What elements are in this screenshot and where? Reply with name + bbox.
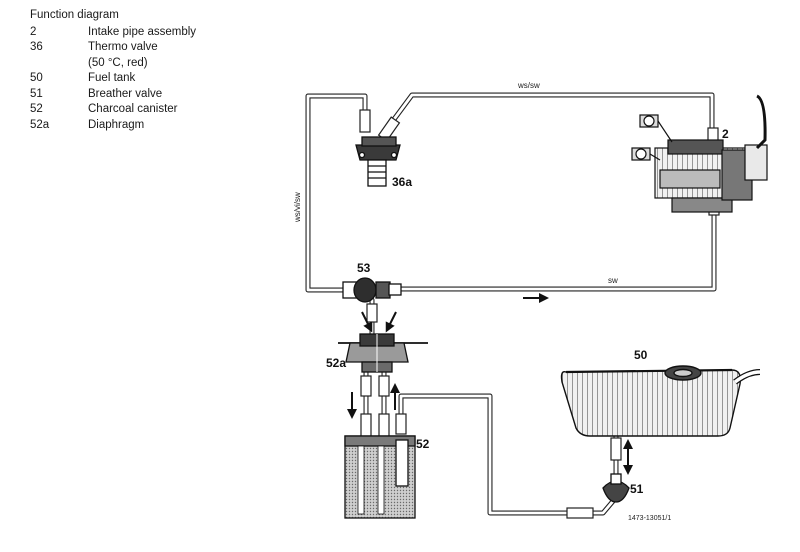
- charcoal-canister: [344, 435, 416, 519]
- label-intake: 2: [722, 127, 729, 141]
- label-51: 51: [630, 482, 644, 496]
- legend: Function diagram 2 Intake pipe assembly 3…: [30, 8, 196, 133]
- diaphragm: [338, 333, 428, 373]
- label-thermo: 36a: [392, 175, 412, 189]
- legend-num: 36: [30, 41, 43, 53]
- valve-53: [342, 277, 402, 303]
- legend-num: 52: [30, 103, 43, 115]
- legend-item: 52 Charcoal canister: [30, 102, 196, 118]
- label-52a: 52a: [326, 356, 346, 370]
- legend-text: Fuel tank: [88, 72, 136, 84]
- legend-item: 51 Breather valve: [30, 87, 196, 103]
- legend-title: Function diagram: [30, 9, 119, 21]
- hose-wssw: [389, 92, 715, 131]
- label-53: 53: [357, 261, 371, 275]
- wire-color-top: ws/sw: [517, 81, 540, 90]
- legend-num: 52a: [30, 118, 50, 131]
- arrow: [385, 311, 397, 333]
- legend-text: Breather valve: [88, 87, 163, 100]
- legend-item: 36 Thermo valve: [30, 40, 196, 56]
- legend-item: 50 Fuel tank: [30, 71, 196, 87]
- arrow: [361, 311, 373, 333]
- legend-text: Charcoal canister: [88, 103, 178, 115]
- thermo-valve: [355, 136, 401, 187]
- label-50: 50: [634, 348, 648, 362]
- legend-item: (50 °C, red): [30, 56, 196, 72]
- flow-arrows: [347, 293, 633, 475]
- legend-text: (50 °C, red): [88, 56, 148, 69]
- intake-pipe-assembly: [631, 94, 768, 213]
- legend-num: 50: [30, 72, 43, 84]
- wire-color-left: ws/vi/sw: [293, 192, 302, 223]
- legend-text: Intake pipe assembly: [88, 25, 197, 38]
- hose-sw: [395, 207, 717, 292]
- label-52: 52: [416, 437, 430, 451]
- legend-text: Diaphragm: [88, 118, 145, 131]
- legend-item: 2 Intake pipe assembly: [30, 25, 196, 41]
- legend-text: Thermo valve: [88, 41, 158, 53]
- legend-item: 52a Diaphragm: [30, 118, 196, 134]
- fuel-tank: [560, 365, 761, 437]
- legend-num: 2: [30, 25, 37, 38]
- legend-num: 51: [30, 87, 43, 100]
- breather-valve: [602, 473, 630, 503]
- reference-number: 1473-13051/1: [628, 515, 671, 522]
- wire-color-right: sw: [608, 276, 618, 285]
